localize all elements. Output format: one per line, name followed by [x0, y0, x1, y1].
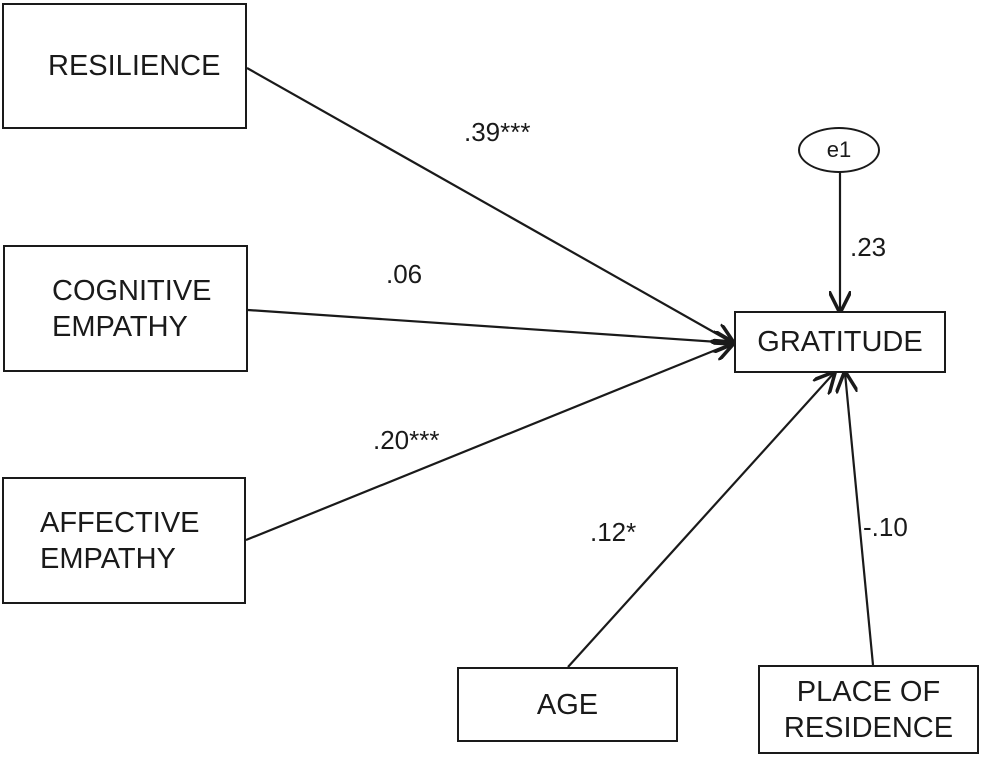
- coef-affective-empathy-to-gratitude: .20***: [373, 425, 440, 455]
- coef-place-of-residence-to-gratitude: -.10: [863, 512, 908, 542]
- node-resilience: RESILIENCE: [2, 3, 247, 129]
- node-age-label: AGE: [536, 688, 599, 721]
- coef-resilience-to-gratitude: .39***: [464, 117, 531, 147]
- arrow-age-to-gratitude: [567, 373, 834, 668]
- node-affective-empathy: AFFECTIVE EMPATHY: [2, 477, 246, 604]
- coef-cognitive-empathy-to-gratitude: .06: [386, 259, 423, 289]
- arrow-place-of-residence-to-gratitude: [845, 373, 875, 666]
- arrow-affective-empathy-to-gratitude: [245, 343, 733, 542]
- error-term-e1-label: e1: [826, 137, 852, 162]
- error-term-e1: e1: [798, 127, 880, 173]
- node-cognitive-empathy-label: COGNITIVE EMPATHY: [52, 274, 212, 343]
- node-affective-empathy-label: AFFECTIVE EMPATHY: [40, 506, 200, 575]
- node-gratitude-label: GRATITUDE: [757, 326, 923, 358]
- arrow-cognitive-empathy-to-gratitude: [247, 308, 733, 343]
- node-place-of-residence: PLACE OF RESIDENCE: [758, 665, 979, 754]
- coef-e1-to-gratitude: .23: [850, 232, 887, 262]
- node-gratitude: GRATITUDE: [734, 311, 946, 373]
- node-place-of-residence-label: PLACE OF RESIDENCE: [783, 675, 954, 744]
- arrow-resilience-to-gratitude: [246, 67, 733, 343]
- coef-age-to-gratitude: .12*: [590, 517, 637, 547]
- node-resilience-label: RESILIENCE: [48, 50, 221, 82]
- node-age: AGE: [457, 667, 678, 742]
- node-cognitive-empathy: COGNITIVE EMPATHY: [3, 245, 248, 372]
